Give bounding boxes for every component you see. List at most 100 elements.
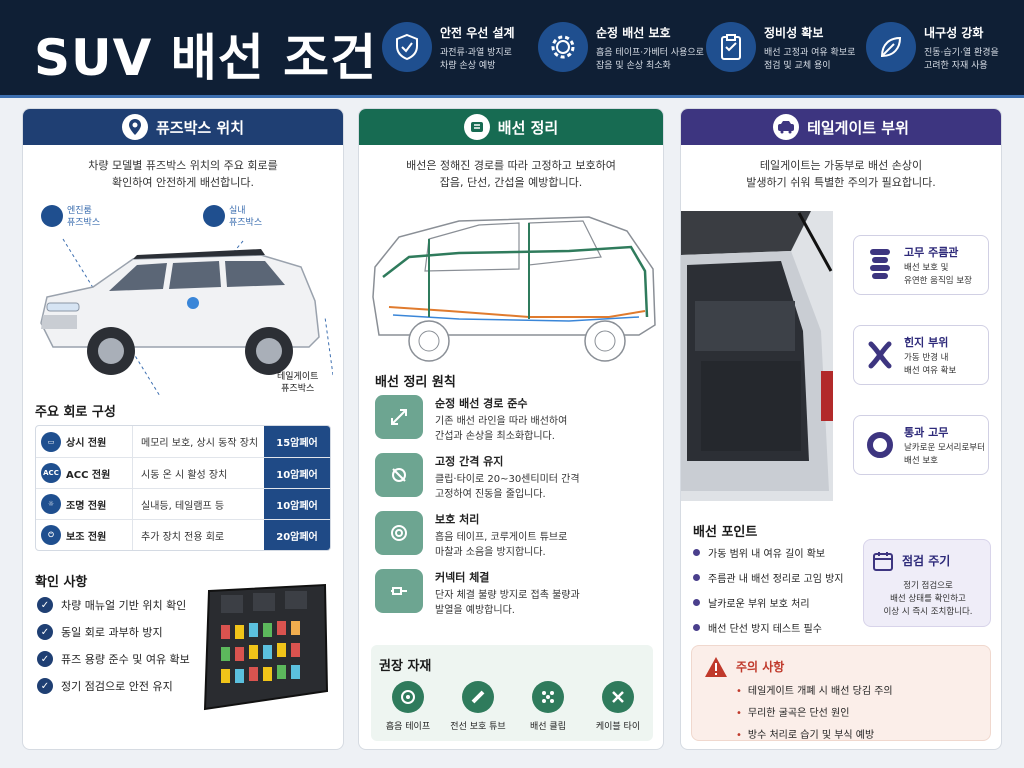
material-label: 케이블 타이 <box>595 722 641 732</box>
card-header: 배선 정리 <box>359 109 663 145</box>
connector-icon <box>375 569 423 613</box>
check-text: 차량 매뉴얼 기반 위치 확인 <box>61 599 187 612</box>
feature-desc: 배선 고정과 여유 확보로 <box>764 48 856 58</box>
side-info-grommet: 통과 고무 날카로운 모서리로부터 배선 보호 <box>853 415 989 475</box>
caution-item: 테일게이트 개폐 시 배선 당김 주의 <box>736 682 893 697</box>
desc-line: 날카로운 모서리로부터 <box>904 443 985 453</box>
card-header: 테일게이트 부위 <box>681 109 1001 145</box>
point-list: 가동 범위 내 여유 길이 확보 주름관 내 배선 정리로 고임 방지 날카로운… <box>693 545 844 645</box>
principle-desc: 마찰과 소음을 방지합니다. <box>435 547 546 558</box>
circuit-row: ACC ACC 전원 시동 온 시 활성 장치 10암페어 <box>36 457 330 488</box>
suv-illustration <box>40 238 333 395</box>
caution-list: 테일게이트 개폐 시 배선 당김 주의 무리한 굴곡은 단선 원인 방수 처리로… <box>736 682 893 748</box>
principle-desc: 단자 체결 불량 방지로 접촉 불량과 <box>435 590 580 601</box>
circuit-title: 주요 회로 구성 <box>35 405 116 420</box>
feature-safety: 안전 우선 설계 과전류·과열 방지로 차량 손상 예방 <box>382 22 515 73</box>
leaf-icon <box>866 22 916 72</box>
desc-line: 가동 반경 내 <box>904 353 949 363</box>
card-intro: 테일게이트는 가동부로 배선 손상이 발생하기 쉬워 특별한 주의가 필요합니다… <box>681 157 1001 191</box>
check-text: 정기 점검으로 안전 유지 <box>61 680 173 693</box>
circuit-desc: 실내등, 테일램프 등 <box>132 489 264 519</box>
point-item: 배선 단선 방지 테스트 필수 <box>693 620 844 635</box>
principle-name: 고정 간격 유지 <box>435 455 504 468</box>
principle-desc: 고정하여 진동을 줄입니다. <box>435 489 546 500</box>
desc-line: 배선 여유 확보 <box>904 366 957 376</box>
inspection-title: 점검 주기 <box>902 554 951 568</box>
circuit-desc: 시동 온 시 활성 장치 <box>132 458 264 488</box>
check-list: ✓ 차량 매뉴얼 기반 위치 확인 ✓ 동일 회로 과부하 방지 ✓퓨즈 용량 준수… <box>37 597 190 705</box>
power-icon: ⏻ <box>41 525 61 545</box>
point-text: 가동 범위 내 여유 길이 확보 <box>708 549 826 560</box>
circuit-desc: 메모리 보호, 상시 동작 장치 <box>132 426 264 457</box>
feature-durable: 내구성 강화 진동·습기·열 환경을 고려한 자재 사용 <box>866 22 999 73</box>
side-desc: 가동 반경 내 배선 여유 확보 <box>904 352 956 378</box>
circuit-amp: 10암페어 <box>264 489 330 519</box>
caution-title: 주의 사항 <box>736 660 785 674</box>
circuit-row: ☼ 조명 전원 실내등, 테일램프 등 10암페어 <box>36 488 330 519</box>
card-intro: 배선은 정해진 경로를 따라 고정하고 보호하여 잡음, 단선, 간섭을 예방합… <box>359 157 663 191</box>
feature-desc: 차량 손상 예방 <box>440 61 496 71</box>
check-icon: ✓ <box>37 651 53 667</box>
card-header: 퓨즈박스 위치 <box>23 109 343 145</box>
location-pin-icon <box>121 114 148 140</box>
point-title: 배선 포인트 <box>693 525 758 540</box>
calendar-icon <box>872 550 894 576</box>
check-item: ✓ 정기 점검으로 안전 유지 <box>37 678 190 694</box>
intro-line: 확인하여 안전하게 배선합니다. <box>111 176 255 189</box>
clip-icon <box>532 681 564 713</box>
feature-title: 내구성 강화 <box>924 26 984 40</box>
feature-title: 순정 배선 보호 <box>596 26 671 40</box>
feature-desc: 잡음 및 손상 최소화 <box>596 61 671 71</box>
card-title: 퓨즈박스 위치 <box>155 118 245 137</box>
point-text: 날카로운 부위 보호 처리 <box>708 599 810 610</box>
circuit-name: 보조 전원 <box>66 531 107 543</box>
bullet <box>693 624 700 631</box>
material-item: 케이블 타이 <box>583 681 653 732</box>
circuit-name: 조명 전원 <box>66 500 107 512</box>
material-label: 전선 보호 튜브 <box>450 722 506 732</box>
material-item: 흡음 테이프 <box>373 681 443 732</box>
check-text: 동일 회로 과부하 방지 <box>61 626 163 639</box>
intro-line: 잡음, 단선, 간섭을 예방합니다. <box>439 176 583 189</box>
card-title: 배선 정리 <box>497 118 559 137</box>
circuit-row: ▭ 상시 전원 메모리 보호, 상시 동작 장치 15암페어 <box>36 426 330 457</box>
check-icon: ✓ <box>37 597 53 613</box>
wiring-icon <box>463 114 490 140</box>
side-desc: 날카로운 모서리로부터 배선 보호 <box>904 442 985 468</box>
card-title: 테일게이트 부위 <box>807 118 909 137</box>
principle-item: 보호 처리 흡음 테이프, 코루게이트 튜브로 마찰과 소음을 방지합니다. <box>375 511 567 560</box>
label-line: 실내 <box>229 206 246 216</box>
inspection-box: 점검 주기 정기 점검으로 배선 상태를 확인하고 이상 시 즉시 조치합니다. <box>863 539 991 627</box>
principle-desc: 클립·타이로 20~30센티미터 간격 <box>435 474 580 485</box>
principle-desc: 기존 배선 라인을 따라 배선하여 <box>435 416 568 427</box>
circuit-row: ⏻ 보조 전원 추가 장치 전용 회로 20암페어 <box>36 519 330 550</box>
acc-icon: ACC <box>41 463 61 483</box>
principle-name: 커넥터 체결 <box>435 571 490 584</box>
feature-maintain: 정비성 확보 배선 고정과 여유 확보로 점검 및 교체 용이 <box>706 22 855 73</box>
caution-box: 주의 사항 테일게이트 개폐 시 배선 당김 주의 무리한 굴곡은 단선 원인 … <box>691 645 991 741</box>
material-label: 흡음 테이프 <box>385 722 431 732</box>
feature-desc: 흡음 테이프·가베터 사용으로 <box>596 48 704 58</box>
check-icon: ✓ <box>37 624 53 640</box>
principle-name: 순정 배선 경로 준수 <box>435 397 528 410</box>
materials-title: 권장 자재 <box>379 659 432 674</box>
caution-item: 방수 처리로 습기 및 부식 예방 <box>736 726 893 741</box>
materials-box: 권장 자재 흡음 테이프 전선 보호 튜브 배선 클립 케이블 타이 <box>371 645 653 741</box>
card-fusebox: 퓨즈박스 위치 차량 모델별 퓨즈박스 위치의 주요 회로를 확인하여 안전하게… <box>22 108 344 750</box>
check-icon: ✓ <box>37 678 53 694</box>
intro-line: 차량 모델별 퓨즈박스 위치의 주요 회로를 <box>88 159 278 172</box>
fusebox-illustration <box>203 583 329 711</box>
label-line: 퓨즈박스 <box>229 218 263 228</box>
feature-title: 정비성 확보 <box>764 26 824 40</box>
check-item: ✓퓨즈 용량 준수 및 여유 확보 <box>37 651 190 667</box>
side-title: 고무 주름관 <box>904 246 959 259</box>
desc-line: 유연한 움직임 보장 <box>904 276 972 286</box>
point-text: 배선 단선 방지 테스트 필수 <box>708 624 822 635</box>
header-banner: SUV 배선 조건 안전 우선 설계 과전류·과열 방지로 차량 손상 예방 순… <box>0 0 1024 98</box>
desc-line: 이상 시 즉시 조치합니다. <box>883 607 973 617</box>
principle-item: 고정 간격 유지 클립·타이로 20~30센티미터 간격 고정하여 진동을 줄입… <box>375 453 580 502</box>
principle-desc: 흡음 테이프, 코루게이트 튜브로 <box>435 532 568 543</box>
desc-line: 배선 보호 <box>904 456 938 466</box>
label-line: 테일게이트 <box>277 372 319 382</box>
circuit-amp: 15암페어 <box>264 426 330 457</box>
